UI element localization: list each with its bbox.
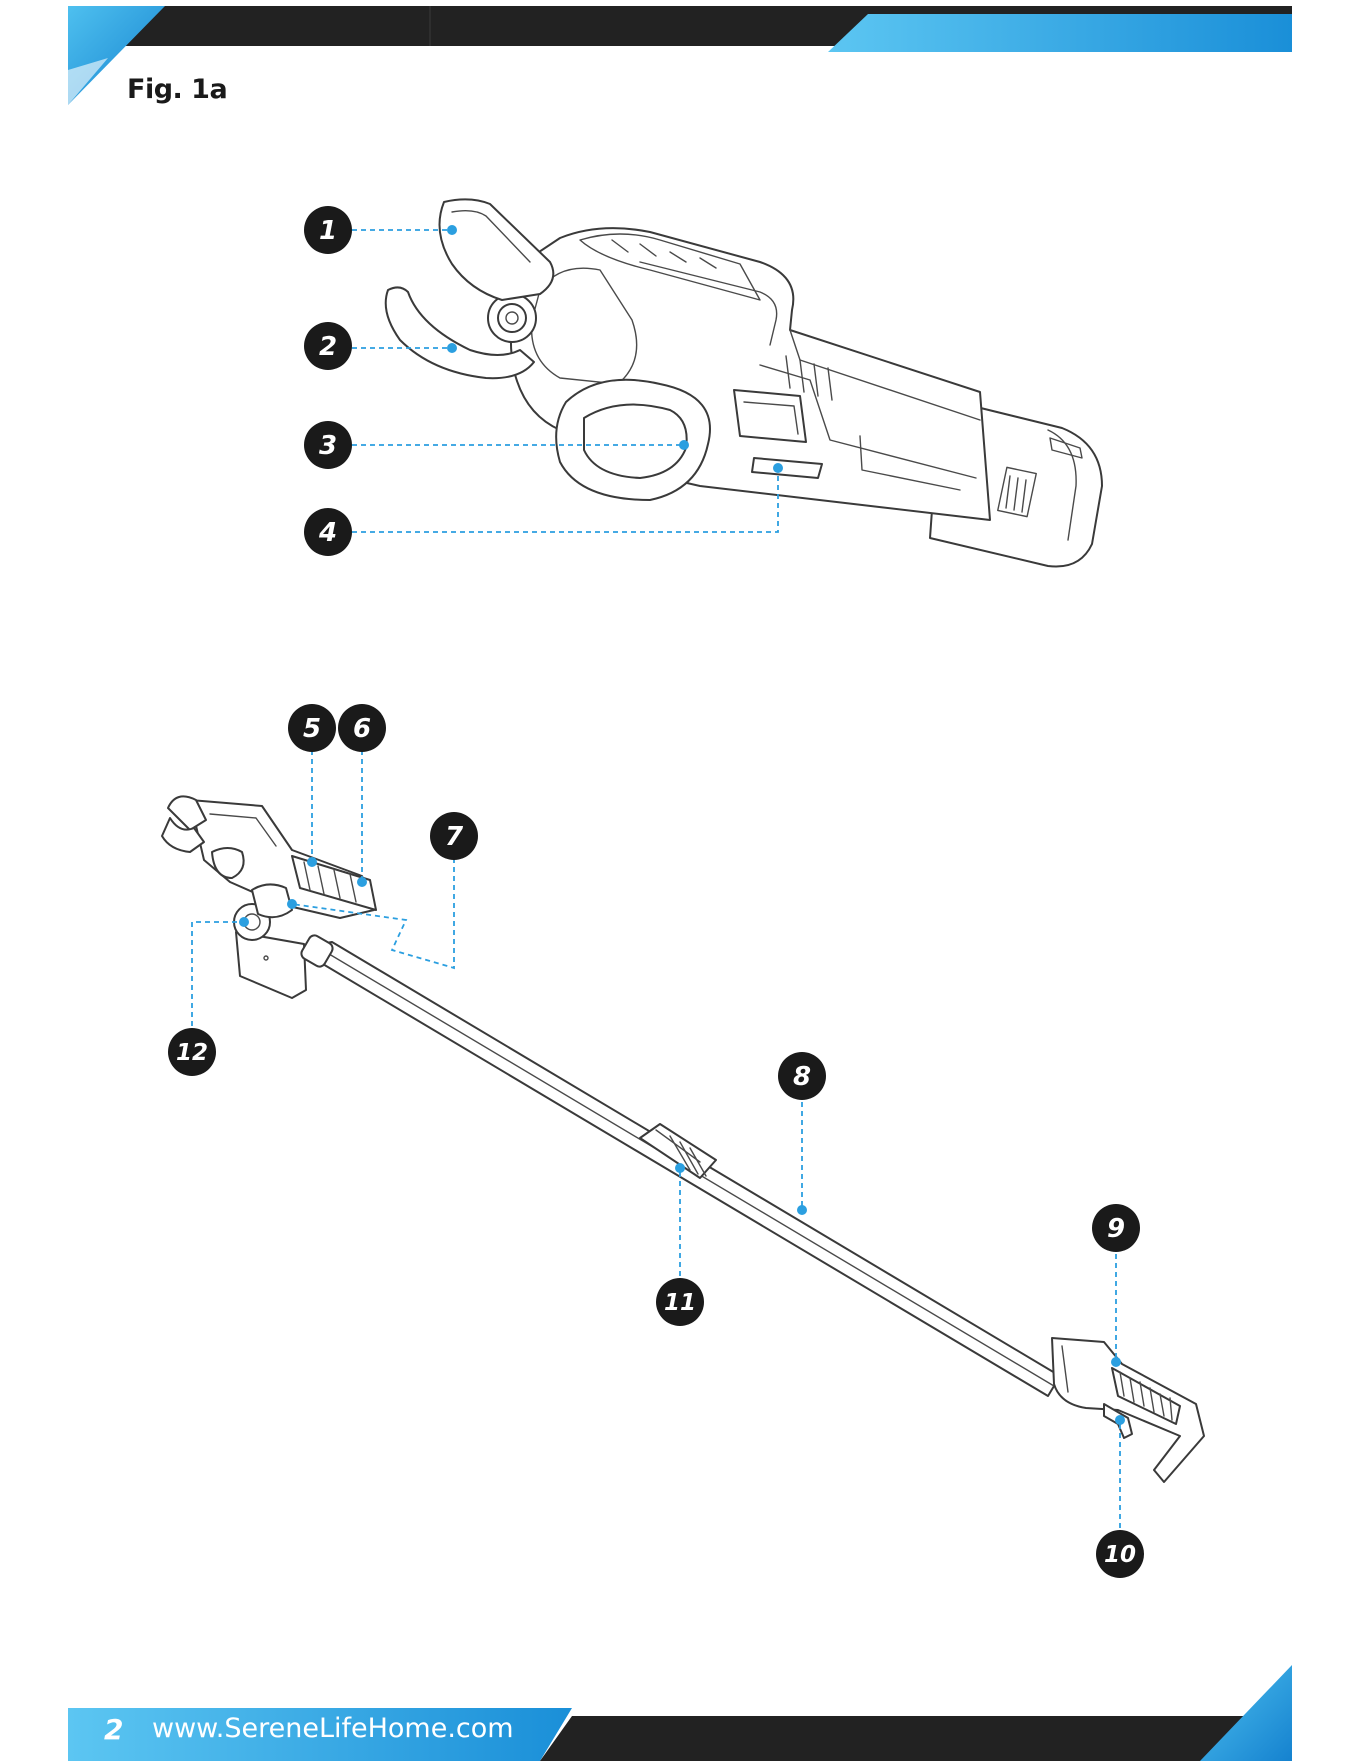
svg-text:6: 6 [353,714,371,744]
callout-3: 3 [304,421,352,469]
callout-4: 4 [304,508,352,556]
callout-12: 12 [168,1028,216,1076]
callout-5: 5 [288,704,336,752]
callout-6: 6 [338,704,386,752]
callout-9: 9 [1092,1204,1140,1252]
svg-text:10: 10 [1104,1542,1136,1568]
svg-text:4: 4 [318,518,337,548]
svg-text:2: 2 [319,332,337,362]
svg-text:5: 5 [303,714,321,744]
header-band [68,6,1292,105]
pruner-illustration [386,199,1102,566]
callout-1: 1 [304,206,352,254]
svg-text:8: 8 [793,1062,811,1092]
pole-pruner-illustration [162,796,1204,1482]
footer-page-number: 2 [104,1713,123,1746]
callout-10: 10 [1096,1530,1144,1578]
footer-website-link[interactable]: www.SereneLifeHome.com [152,1713,514,1744]
callout-2: 2 [304,322,352,370]
svg-text:11: 11 [664,1290,696,1316]
svg-text:1: 1 [319,216,337,246]
svg-text:3: 3 [319,431,337,461]
callout-8: 8 [778,1052,826,1100]
svg-text:7: 7 [445,822,464,852]
callout-11: 11 [656,1278,704,1326]
figure-title: Fig. 1a [127,74,227,105]
svg-text:9: 9 [1107,1214,1125,1244]
svg-text:12: 12 [176,1040,208,1066]
callout-7: 7 [430,812,478,860]
